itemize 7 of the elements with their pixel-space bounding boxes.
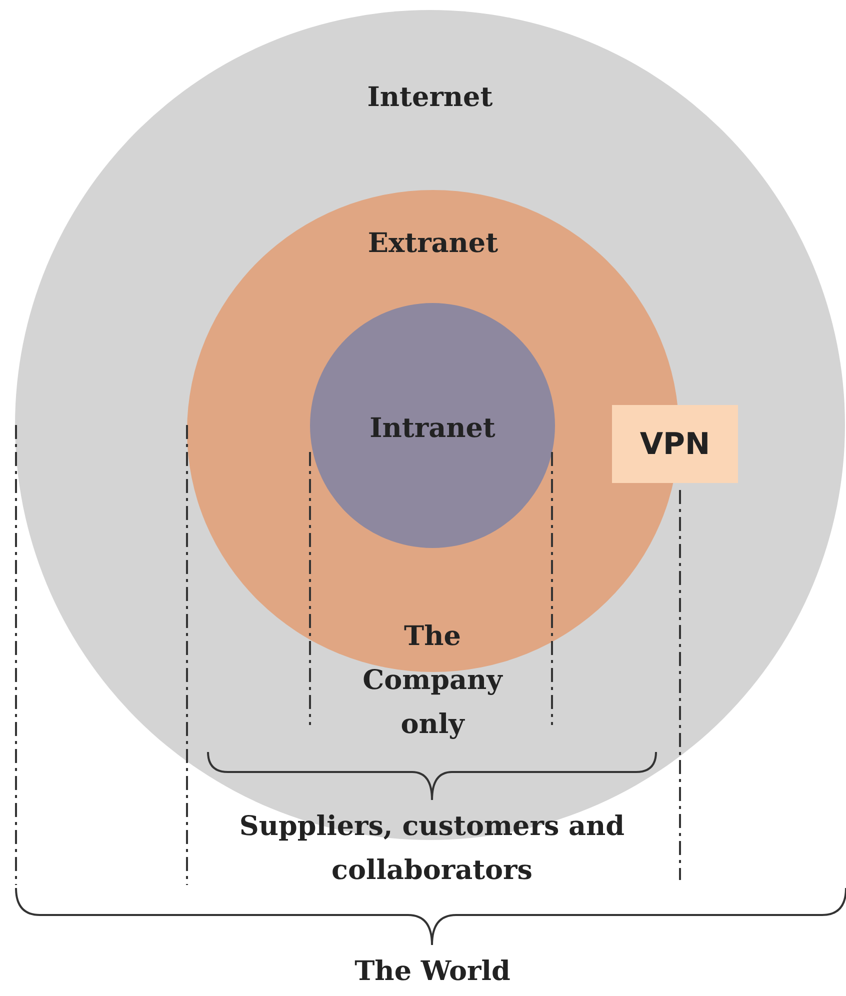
box-label: VPN [640, 427, 710, 462]
bracket-label: The Company only [362, 620, 504, 742]
zone-label: Extranet [368, 228, 498, 259]
bracket-label: Suppliers, customers and collaborators [238, 810, 626, 888]
zone-label: Internet [367, 82, 493, 113]
bracket-label: The World [354, 955, 512, 989]
zone-label: Intranet [370, 413, 496, 444]
